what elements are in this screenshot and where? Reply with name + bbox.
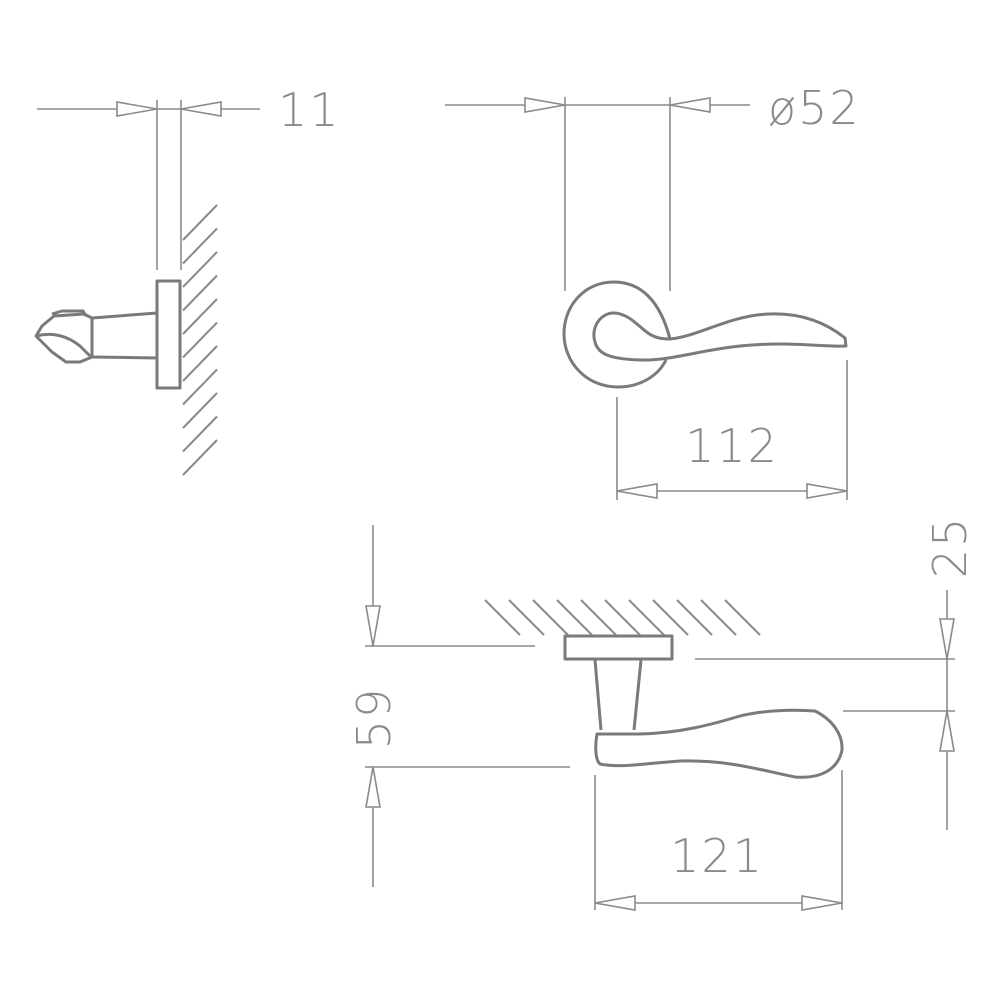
hatch-line — [182, 321, 218, 359]
ceiling-hatch — [484, 599, 761, 636]
arrow-head — [669, 97, 711, 113]
arrow-head — [116, 101, 158, 117]
arrow-head — [801, 895, 843, 911]
arrow-head — [806, 483, 848, 499]
hatch-line — [484, 599, 521, 636]
side-view: 11 — [34, 83, 341, 476]
hatch-line — [724, 599, 761, 636]
hatch-line — [182, 204, 218, 241]
hatch-line — [508, 599, 545, 636]
hatch-line — [652, 599, 689, 636]
wall-hatch — [182, 204, 218, 476]
hatch-line — [182, 392, 218, 429]
hatch-line — [182, 274, 218, 312]
hatch-line — [182, 251, 218, 288]
arrow-head — [180, 101, 222, 117]
hatch-line — [182, 227, 218, 265]
lever-handle — [592, 311, 848, 362]
dim-lever-length-side: 121 — [670, 829, 764, 883]
hatch-line — [532, 599, 569, 636]
hatch-line — [182, 368, 218, 406]
hatch-line — [556, 599, 593, 636]
hatch-line — [182, 439, 218, 476]
arrow-head — [524, 97, 566, 113]
dim-rose-diameter: ø52 — [768, 81, 861, 135]
dim-rose-thickness: 11 — [278, 83, 341, 137]
arrow-head — [939, 710, 955, 752]
hatch-line — [182, 415, 218, 453]
hatch-line — [182, 345, 218, 382]
dim-lever-length-top: 112 — [685, 419, 779, 473]
hatch-line — [182, 298, 218, 335]
hatch-line — [604, 599, 641, 636]
rose-plate — [155, 279, 182, 390]
hatch-line — [628, 599, 665, 636]
front-view: 59 25 121 — [347, 516, 977, 911]
arrow-head — [365, 766, 381, 808]
rose-circle — [562, 280, 672, 389]
hatch-line — [676, 599, 713, 636]
hatch-line — [580, 599, 617, 636]
arrow-head — [594, 895, 636, 911]
lever-handle — [594, 708, 844, 779]
lever-neck — [593, 659, 643, 731]
dim-projection: 59 — [347, 687, 401, 750]
hatch-line — [700, 599, 737, 636]
arrow-head — [365, 605, 381, 647]
arrow-head — [616, 483, 658, 499]
lever-knob — [34, 309, 94, 364]
arrow-head — [939, 618, 955, 660]
top-view: ø52 112 — [445, 81, 861, 500]
lever-neck — [91, 311, 158, 360]
dim-lever-height: 25 — [923, 516, 977, 579]
rose-plate — [563, 634, 674, 661]
